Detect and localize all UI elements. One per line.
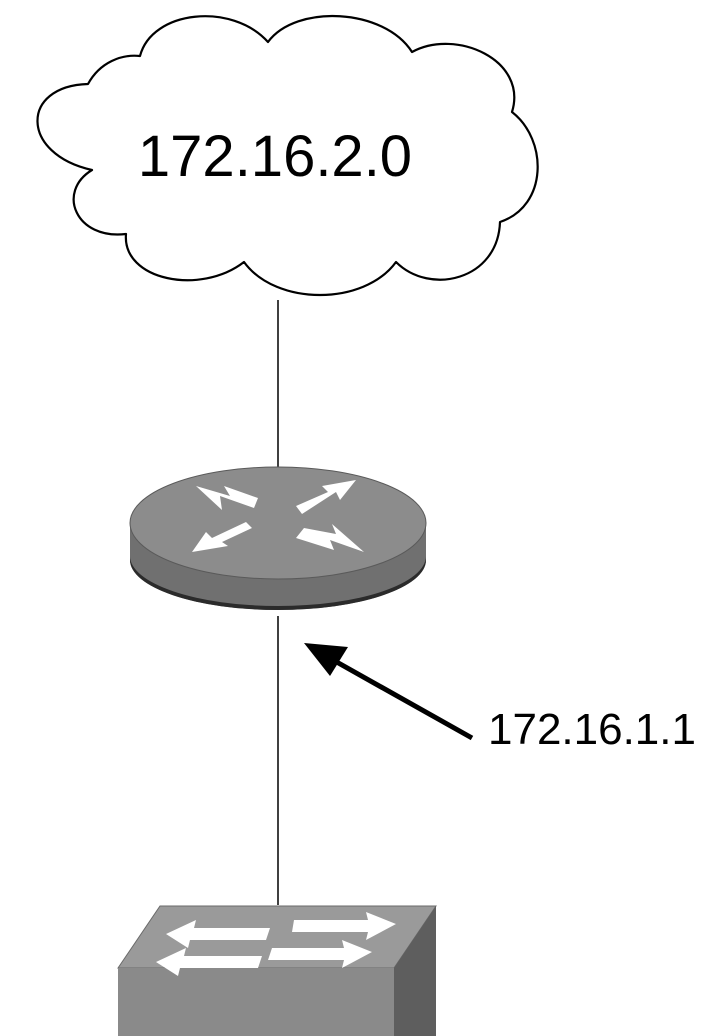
router-interface-ip-label: 172.16.1.1 [488,705,696,754]
router-arrows-icon [192,480,364,552]
cloud-network-label: 172.16.2.0 [138,124,412,189]
router-icon [129,466,427,610]
switch-arrows-icon [156,912,396,976]
cloud-icon [36,15,539,296]
interface-pointer-arrow [304,643,474,741]
switch-icon [117,905,437,1036]
